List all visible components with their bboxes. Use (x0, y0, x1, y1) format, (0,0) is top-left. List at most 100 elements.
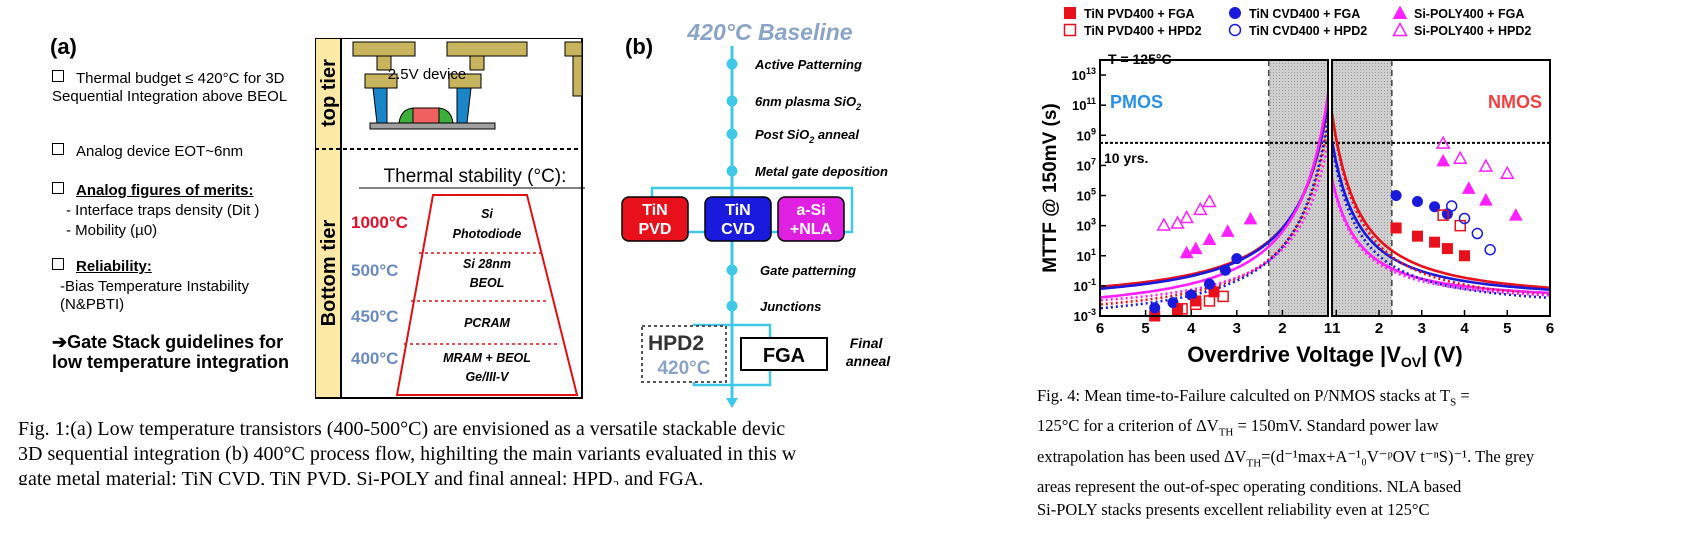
fig1-caption: Fig. 1:(a) Low temperature transistors (… (18, 417, 918, 485)
data-point (1499, 165, 1515, 180)
bullet-text: Thermal budget ≤ 420°C for 3D Sequential… (52, 70, 288, 105)
data-point (1064, 7, 1076, 19)
baseline-title: 420°C Baseline (686, 19, 852, 45)
flow-step-label: Junctions (760, 299, 821, 314)
y-tick-label: 109 (1077, 126, 1096, 143)
metal-via (572, 55, 583, 97)
data-point (1508, 208, 1523, 221)
out-of-spec-area (1332, 60, 1392, 316)
gate-variant-box (704, 196, 772, 242)
data-point (1441, 243, 1453, 255)
data-point (1411, 196, 1423, 208)
x-tick-label: 6 (1546, 320, 1554, 337)
data-point (1452, 150, 1468, 164)
flow-step-label: Gate patterning (760, 263, 856, 278)
data-point (1203, 278, 1215, 290)
data-point (1231, 253, 1243, 265)
thermal-stability-title: Thermal stability (°C): (384, 166, 567, 187)
gate-variant-label: CVD (721, 221, 755, 238)
data-point (1471, 227, 1484, 240)
fig1-caption-line: 3D sequential integration (b) 400°C proc… (18, 443, 797, 465)
flow-step-dot (726, 165, 738, 177)
top-tier-label: top tier (318, 59, 340, 127)
flow-step-dot (726, 58, 738, 70)
pmos-frame (1099, 59, 1329, 317)
out-of-spec-area (1268, 60, 1328, 316)
legend-label: Si-POLY400 + FGA (1414, 7, 1524, 21)
legend-label: TiN PVD400 + HPD2 (1084, 24, 1202, 38)
fig4-caption-line: 125°C for a criterion of ΔVTH = 150mV. S… (1037, 416, 1439, 439)
bullet-checkbox-icon (52, 258, 64, 270)
bullet-heading: Analog figures of merits: (76, 182, 254, 199)
data-points (1149, 135, 1523, 322)
temperature-label: 400°C (351, 349, 398, 368)
tier-stack-figure: top tier Bottom tier 2.5V device Thermal… (315, 38, 585, 399)
legend-label: TiN PVD400 + FGA (1084, 7, 1195, 21)
data-point (1063, 23, 1077, 37)
x-tick-label: 4 (1187, 320, 1196, 337)
gate-stack-guideline: ➔Gate Stack guidelines for low temperatu… (52, 332, 290, 372)
ten-years-annotation: 10 yrs. (1104, 150, 1148, 166)
data-point (1390, 222, 1402, 234)
flow-step-dot (726, 264, 738, 276)
fit-curve (1100, 110, 1328, 310)
bullet-eot: Analog device EOT~6nm (52, 143, 243, 161)
data-point (1229, 7, 1241, 19)
temperature-label: 450°C (351, 307, 398, 326)
panel-a-label: (a) (50, 34, 77, 59)
x-tick-label: 1 (1324, 320, 1332, 337)
data-point (1179, 245, 1194, 259)
metal-via (376, 55, 392, 71)
bullet-thermal-budget: Thermal budget ≤ 420°C for 3D Sequential… (52, 70, 322, 106)
data-point (1243, 211, 1258, 225)
y-tick-label: 107 (1077, 156, 1096, 173)
data-point (1445, 200, 1458, 212)
x-tick-label: 6 (1096, 320, 1104, 337)
bullet-analog-fom: Analog figures of merits: (52, 182, 254, 200)
x-tick-label: 2 (1278, 320, 1286, 337)
gate-variant-box (777, 196, 845, 242)
data-point (1167, 297, 1179, 309)
y-tick-label: 101 (1077, 247, 1096, 264)
y-tick-label: 1011 (1072, 96, 1096, 113)
data-point (1437, 209, 1449, 221)
bottom-tier-label: Bottom tier (318, 219, 340, 326)
bullet-reliability: Reliability: (52, 258, 152, 276)
tier-label-bar (315, 38, 342, 399)
data-point (1461, 181, 1476, 194)
fit-curve (1332, 145, 1550, 300)
gate-variant-label: PVD (639, 221, 672, 238)
fig4-caption-line: extrapolation has been used ΔVTH=(d⁻¹max… (1037, 446, 1535, 469)
y-axis-label: MTTF @ 150mV (s) (1040, 103, 1061, 273)
fig4-caption-line: areas represent the out-of-spec operatin… (1037, 476, 1462, 496)
data-point (1228, 23, 1242, 37)
flow-step-label: 6nm plasma SiO2 (755, 94, 861, 112)
data-point (1411, 230, 1423, 242)
thermal-trapezoid (395, 194, 579, 396)
x-tick-label: 5 (1141, 320, 1149, 337)
fga-box (740, 337, 828, 371)
hpd-temp: 420°C (657, 358, 710, 379)
bullet-sub-bti: -Bias Temperature Instability (N&PBTI) (60, 278, 249, 313)
legend-label: TiN CVD400 + HPD2 (1249, 24, 1367, 38)
flow-step-dot (726, 300, 738, 312)
data-point (1435, 135, 1451, 149)
data-point (1193, 201, 1208, 216)
fig4-caption-line: Fig. 4: Mean time-to-Failure calculted o… (1037, 386, 1470, 409)
temperature-annotation: T = 125°C (1108, 51, 1172, 67)
gate-cap (448, 73, 482, 89)
fit-curve (1332, 113, 1550, 290)
nmos-frame (1331, 59, 1551, 317)
flow-arrow-icon (726, 398, 738, 408)
bullet-checkbox-icon (52, 70, 64, 82)
data-point (1217, 290, 1229, 303)
x-tick-label: 2 (1375, 320, 1383, 337)
gate-cap (364, 73, 398, 89)
fit-curve (1332, 114, 1550, 297)
